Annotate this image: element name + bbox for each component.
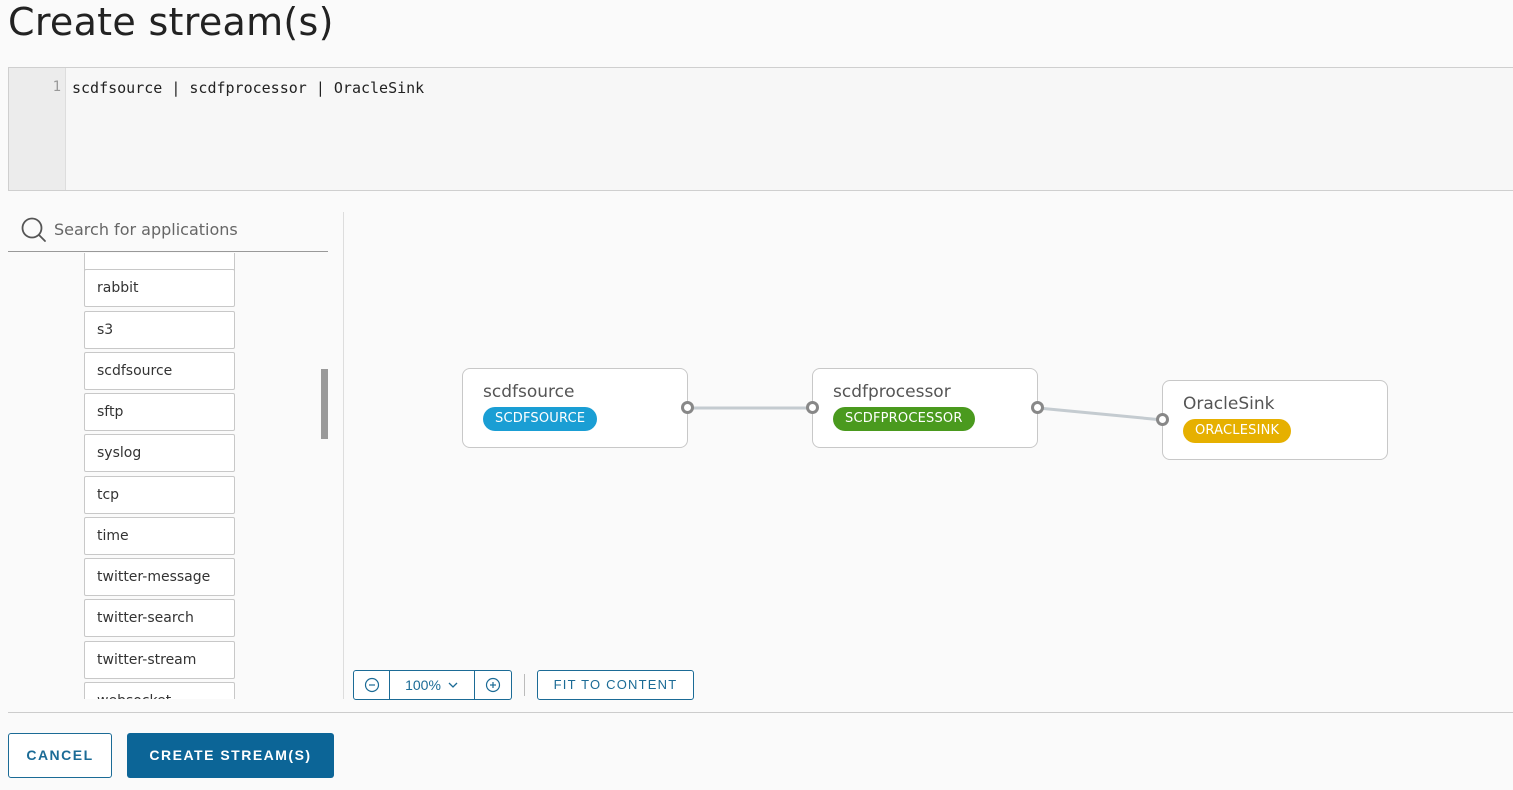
zoom-in-button[interactable] [475, 670, 512, 700]
stream-dsl-editor[interactable]: 1 scdfsource | scdfprocessor | OracleSin… [8, 67, 1513, 191]
app-item-sftp[interactable]: sftp [84, 393, 235, 431]
app-item-websocket[interactable]: websocket [84, 682, 235, 699]
app-item-time[interactable]: time [84, 517, 235, 555]
palette-scrollbar[interactable] [321, 369, 328, 439]
input-port[interactable] [806, 401, 819, 414]
stream-definition-text[interactable]: scdfsource | scdfprocessor | OracleSink [72, 79, 425, 97]
app-item-twitter-message[interactable]: twitter-message [84, 558, 235, 596]
node-title: scdfprocessor [833, 382, 951, 402]
app-item-s3[interactable]: s3 [84, 311, 235, 349]
zoom-out-icon [364, 677, 379, 693]
output-port[interactable] [681, 401, 694, 414]
zoom-in-icon [485, 677, 501, 693]
create-streams-button[interactable]: CREATE STREAM(S) [127, 733, 334, 778]
zoom-controls: 100% [353, 670, 512, 700]
app-list[interactable]: rabbit s3 scdfsource sftp syslog tcp tim… [8, 253, 328, 699]
graph-links [688, 406, 1164, 422]
node-scdfsource[interactable]: scdfsource SCDFSOURCE [462, 368, 688, 448]
node-type-badge: SCDFSOURCE [483, 407, 598, 431]
toolbar-divider [524, 674, 525, 696]
node-scdfprocessor[interactable]: scdfprocessor SCDFPROCESSOR [812, 368, 1038, 448]
app-item-scdfsource[interactable]: scdfsource [84, 352, 235, 390]
fit-to-content-button[interactable]: FIT TO CONTENT [537, 670, 694, 700]
footer-divider [8, 712, 1513, 713]
editor-gutter: 1 [9, 68, 66, 190]
node-oraclesink[interactable]: OracleSink ORACLESINK [1162, 380, 1388, 460]
node-type-badge: SCDFPROCESSOR [833, 407, 975, 431]
input-port[interactable] [1156, 413, 1169, 426]
output-port[interactable] [1031, 401, 1044, 414]
stream-graph-canvas[interactable]: scdfsource SCDFSOURCE scdfprocessor SCDF… [345, 212, 1513, 699]
app-item-twitter-search[interactable]: twitter-search [84, 599, 235, 637]
zoom-level-value: 100% [405, 677, 441, 693]
node-title: OracleSink [1183, 394, 1275, 414]
app-item-rabbit[interactable]: rabbit [84, 269, 235, 307]
search-input[interactable] [54, 216, 324, 242]
zoom-out-button[interactable] [353, 670, 390, 700]
line-number: 1 [52, 79, 61, 95]
app-palette: rabbit s3 scdfsource sftp syslog tcp tim… [8, 212, 344, 699]
zoom-level-select[interactable]: 100% [390, 670, 475, 700]
search-box [8, 212, 328, 252]
app-item-tcp[interactable]: tcp [84, 476, 235, 514]
app-item-twitter-stream[interactable]: twitter-stream [84, 641, 235, 679]
app-item-syslog[interactable]: syslog [84, 434, 235, 472]
search-icon [21, 217, 46, 242]
page-title: Create stream(s) [8, 0, 334, 44]
node-type-badge: ORACLESINK [1183, 419, 1292, 443]
node-title: scdfsource [483, 382, 575, 402]
chevron-down-icon [448, 682, 458, 688]
cancel-button[interactable]: CANCEL [8, 733, 112, 778]
link-processor-sink [1037, 406, 1164, 422]
